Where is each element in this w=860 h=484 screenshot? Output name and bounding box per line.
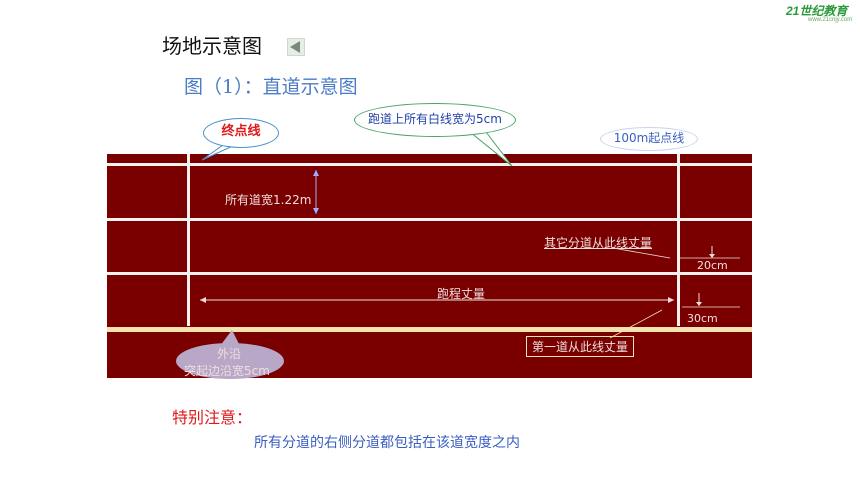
play-icon (290, 41, 300, 53)
track-diagram (107, 154, 752, 378)
note-text: 所有分道的右侧分道都包括在该道宽度之内 (254, 435, 520, 451)
finish-line-callout: 终点线 (203, 118, 279, 148)
start-line-label: 100m起点线 (613, 131, 685, 145)
page-title: 场地示意图 (162, 34, 262, 58)
note-title: 特别注意： (172, 408, 253, 427)
white-line-callout: 跑道上所有白线宽为5cm (354, 103, 516, 137)
lane-line (107, 218, 752, 221)
lane-line (107, 272, 752, 275)
other-lanes-label: 其它分道从此线丈量 (544, 236, 653, 250)
inner-curb (107, 327, 752, 332)
lane-line (107, 163, 752, 166)
finish-line-label: 终点线 (221, 124, 261, 139)
outer-edge-label: 外沿 (217, 347, 242, 361)
start-line (677, 154, 680, 326)
finish-line (187, 154, 190, 326)
logo-url: www.21cnjy.com (808, 17, 853, 23)
distance-30cm-label: 30cm (687, 312, 718, 325)
white-line-label: 跑道上所有白线宽为5cm (368, 112, 502, 126)
distance-20cm-label: 20cm (697, 259, 728, 272)
race-distance-label: 跑程丈量 (437, 287, 486, 301)
start-line-callout: 100m起点线 (600, 127, 698, 151)
logo: 21世纪教育 (786, 4, 848, 18)
outer-edge-callout (176, 343, 284, 379)
curb-width-label: 突起边沿宽5cm (184, 364, 270, 378)
lane-width-label: 所有道宽1.22m (225, 193, 312, 207)
diagram-subtitle: 图（1）：直道示意图 (184, 76, 358, 98)
first-lane-label: 第一道从此线丈量 (526, 336, 635, 357)
